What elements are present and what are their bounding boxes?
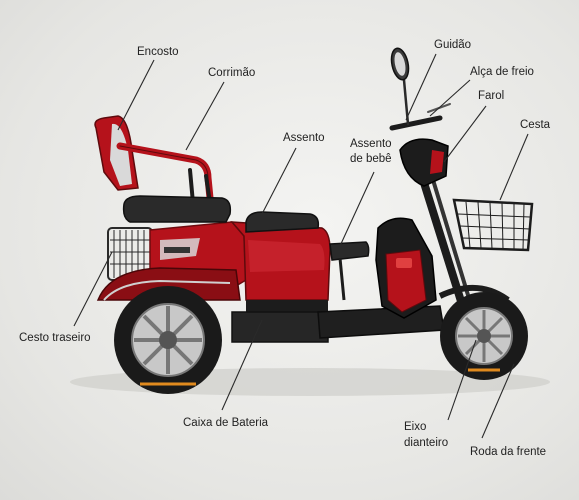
battery-box [232,312,328,342]
leader-cesta [500,134,528,200]
handlebar [389,47,450,128]
front-basket [454,200,532,250]
label-eixo-line2: dianteiro [404,436,448,451]
label-cesta: Cesta [520,118,550,133]
leader-farol [444,106,486,162]
main-seat [246,212,318,232]
front-wheel [440,292,528,380]
central-body [232,222,330,312]
label-encosto: Encosto [137,45,179,60]
label-farol: Farol [478,89,504,104]
label-corrimao: Corrimão [208,66,255,81]
label-alca-freio: Alça de freio [470,65,534,80]
backrest [95,116,138,190]
rear-wheel [114,286,222,394]
baby-seat [330,242,369,260]
leader-assento [262,148,296,214]
floorboard [318,306,444,338]
label-eixo-line1: Eixo [404,420,426,435]
label-roda-frente: Roda da frente [470,445,546,460]
rear-seat [124,196,231,222]
label-assento-bebe-line2: de bebê [350,152,392,167]
front-body [376,218,436,318]
label-cesto-traseiro: Cesto traseiro [19,331,91,346]
label-assento-bebe-line1: Assento [350,137,392,152]
label-caixa-bateria: Caixa de Bateria [183,416,268,431]
label-assento: Assento [283,131,325,146]
leader-assento-bebe [340,172,374,246]
label-guidao: Guidão [434,38,471,53]
leader-alca-freio [430,80,470,116]
leader-encosto [118,60,154,130]
leader-corrimao [186,82,224,150]
